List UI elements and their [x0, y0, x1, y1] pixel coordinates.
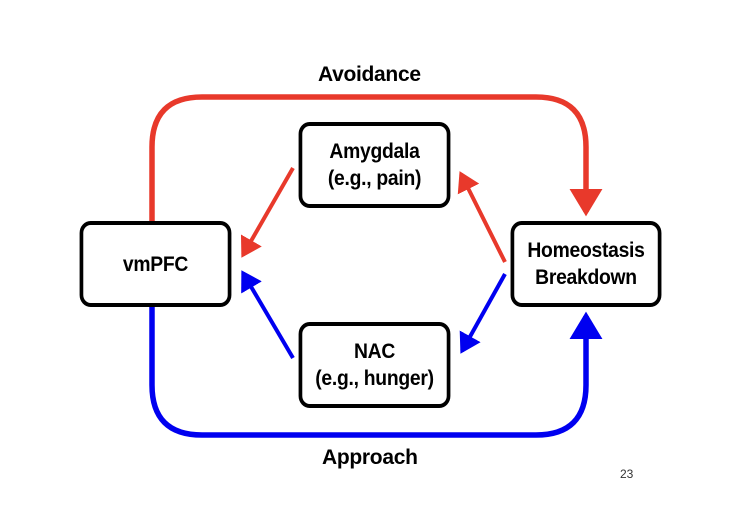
node-homeostasis-breakdown: Homeostasis Breakdown: [510, 221, 662, 307]
node-nac: NAC (e.g., hunger): [298, 322, 451, 408]
node-amygdala-title: Amygdala: [329, 140, 420, 163]
node-homeostasis-subtitle: Breakdown: [535, 266, 637, 289]
homeostasis-to-amygdala-arrow: [457, 171, 507, 263]
nac-to-vmpfc-arrow: [241, 270, 295, 360]
avoidance-label: Avoidance: [318, 63, 421, 86]
homeostasis-to-nac-arrow: [459, 273, 507, 354]
approach-label: Approach: [322, 446, 418, 469]
node-vmpfc-label: vmPFC: [122, 252, 189, 276]
avoidance-pathway-arrow: [149, 94, 603, 221]
node-vmpfc: vmPFC: [79, 221, 232, 307]
node-nac-title: NAC: [353, 340, 396, 363]
page-number: 23: [620, 467, 634, 481]
node-amygdala-subtitle: (e.g., pain): [327, 167, 422, 190]
amygdala-to-vmpfc-arrow: [240, 167, 295, 258]
node-homeostasis-title: Homeostasis: [527, 239, 645, 262]
node-amygdala: Amygdala (e.g., pain): [298, 122, 451, 208]
node-nac-subtitle: (e.g., hunger): [315, 367, 434, 390]
approach-pathway-arrow: [149, 306, 603, 438]
